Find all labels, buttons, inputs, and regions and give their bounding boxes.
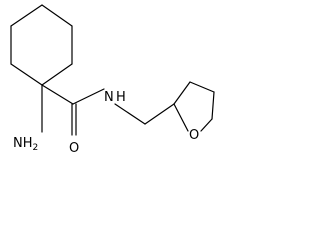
- ring-bond: [41, 63, 73, 86]
- amide-nitrogen-label: N: [104, 90, 114, 105]
- ring-bond: [41, 4, 73, 27]
- ring-bond: [10, 4, 43, 27]
- c-c-carbonyl-bond: [41, 84, 74, 105]
- cyclohexane-ring: [10, 4, 73, 86]
- amine-label: NH2: [13, 136, 38, 153]
- amide-hydrogen-label: H: [116, 90, 126, 105]
- tetrahydrofuran-ring: [173, 81, 215, 132]
- ring-bond: [10, 63, 43, 86]
- carbonyl-oxygen-label: O: [69, 141, 79, 156]
- ring-bond: [211, 91, 215, 120]
- n-ch2-bond: [114, 103, 146, 125]
- ring-bond: [189, 81, 215, 93]
- ring-bond: [173, 81, 191, 105]
- ring-oxygen-label: O: [189, 128, 199, 143]
- ch2-c2-bond: [144, 103, 175, 125]
- chemical-structure: NH2 N H O O: [10, 4, 215, 156]
- c-n-amide-bond: [72, 88, 105, 105]
- ring-bond: [200, 118, 213, 132]
- ring-bond: [173, 103, 189, 132]
- carbonyl-double-bond: [71, 103, 77, 136]
